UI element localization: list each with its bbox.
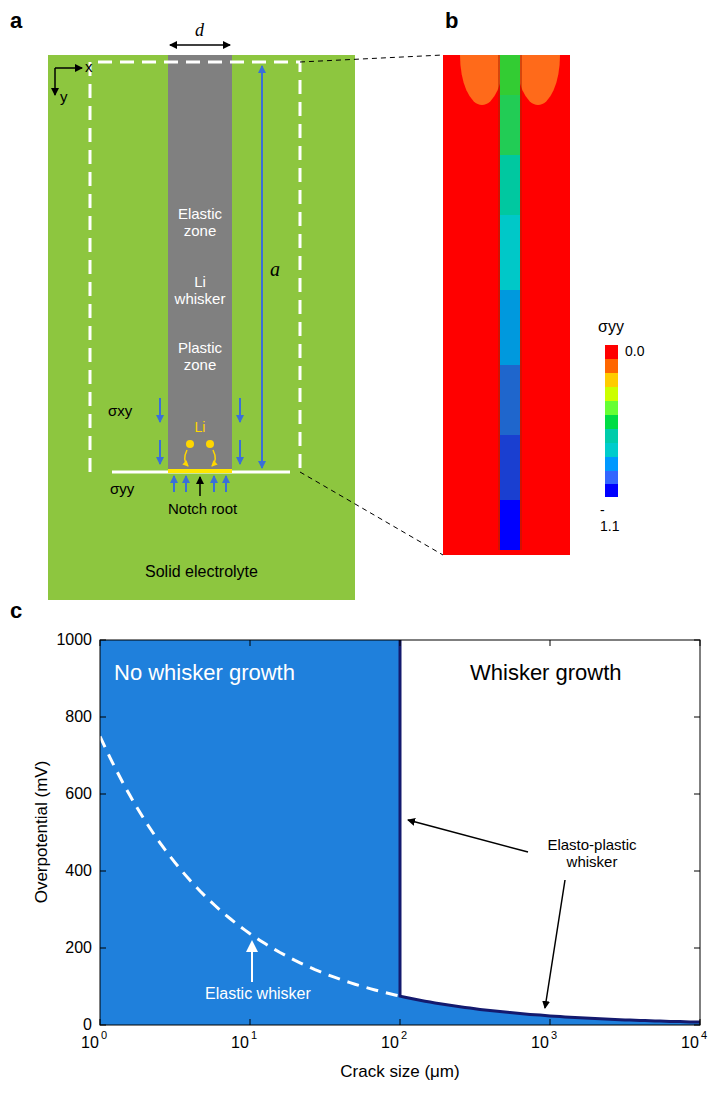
length-arrow [261, 66, 263, 468]
axis-title: Crack size (μm) [340, 1062, 459, 1082]
tick-label: 10 [231, 1034, 249, 1052]
axis-label: y [60, 88, 68, 105]
shear-arrows [160, 398, 240, 464]
dimension-label: d [195, 20, 204, 41]
tick [100, 640, 101, 646]
colorbar [605, 345, 618, 497]
tick [100, 948, 106, 949]
stress-label: σyy [110, 480, 134, 497]
tick-label: 10 [681, 1034, 699, 1052]
tick [100, 871, 106, 872]
li-atoms [185, 440, 216, 466]
tick-exponent: 1 [251, 1029, 257, 1042]
callout-leader [408, 820, 528, 852]
region-label: No whisker growth [114, 660, 295, 685]
region-label: Elastic zone [168, 205, 232, 240]
tick-label: 800 [65, 708, 92, 726]
axis-ticks [100, 640, 700, 1025]
whisker-region: Elastic zone Li whiskerPlastic zoneLi [168, 55, 232, 472]
notch-leader [199, 477, 201, 496]
x-axis-arrow [55, 67, 82, 69]
tick-exponent: 3 [551, 1029, 557, 1042]
region-label: Li whisker [168, 273, 232, 308]
tick [694, 717, 700, 718]
tick [250, 640, 251, 646]
tick-exponent: 0 [101, 1029, 107, 1042]
region-label: Solid electrolyte [48, 563, 355, 581]
elasto-plastic-curve [400, 640, 700, 1022]
width-arrow [170, 44, 230, 46]
notch-root-line [168, 469, 232, 473]
crack-bottom [112, 471, 290, 474]
whisker-body [168, 55, 232, 472]
tick [700, 640, 701, 646]
tick-label: 400 [65, 862, 92, 880]
tick-label: 600 [65, 785, 92, 803]
tick [100, 794, 106, 795]
tick [400, 1019, 401, 1025]
electrolyte-body [48, 55, 355, 600]
elastic-curve [100, 736, 400, 996]
tick-label: 1000 [56, 631, 92, 649]
panel-letter: c [10, 598, 22, 623]
tick-exponent: 4 [701, 1029, 707, 1042]
callout-leader [545, 880, 565, 1008]
tick [694, 948, 700, 949]
region-label: Li [168, 419, 232, 435]
tick-label: 10 [531, 1034, 549, 1052]
tick-label: 10 [381, 1034, 399, 1052]
panel-letter: a [10, 8, 22, 33]
callout-leader [251, 942, 253, 982]
y-axis-arrow [54, 68, 56, 95]
tick [700, 1019, 701, 1025]
zoom-line [300, 55, 443, 62]
tick [100, 1025, 106, 1026]
dashed-zoom-box [90, 62, 300, 472]
tick [694, 1025, 700, 1026]
colorbar-value: 0.0 [625, 343, 644, 359]
tick [400, 640, 401, 646]
plot-frame [100, 640, 700, 1025]
panel-letter: b [445, 8, 458, 33]
tick [100, 1019, 101, 1025]
tick [250, 1019, 251, 1025]
colorbar-value: - 1.1 [600, 502, 620, 534]
tick [694, 871, 700, 872]
stress-map [443, 55, 570, 555]
part-label: Notch root [168, 500, 237, 517]
callout-label: Elastic whisker [205, 985, 311, 1003]
region-label: Whisker growth [470, 660, 622, 685]
tick [694, 640, 700, 641]
tick [100, 717, 106, 718]
tick-label: 0 [83, 1016, 92, 1034]
electrolyte-region: Solid electrolyte Elastic zone Li whiskerP… [48, 55, 355, 600]
tick [694, 794, 700, 795]
tick-label: 10 [81, 1034, 99, 1052]
stress-label: σxy [108, 402, 132, 419]
callout-label: Elasto-plastic whisker [532, 836, 652, 871]
tick-label: 200 [65, 939, 92, 957]
no-growth-region [100, 640, 700, 1025]
zoom-line [300, 472, 443, 555]
axis-title: Overpotential (mV) [32, 761, 52, 904]
tick-exponent: 2 [401, 1029, 407, 1042]
tick [550, 640, 551, 646]
region-label: Plastic zone [168, 339, 232, 374]
colorbar-title: σyy [598, 318, 624, 336]
dimension-label: a [270, 258, 280, 281]
tick [100, 640, 106, 641]
axis-label: x [85, 58, 93, 75]
tick [550, 1019, 551, 1025]
